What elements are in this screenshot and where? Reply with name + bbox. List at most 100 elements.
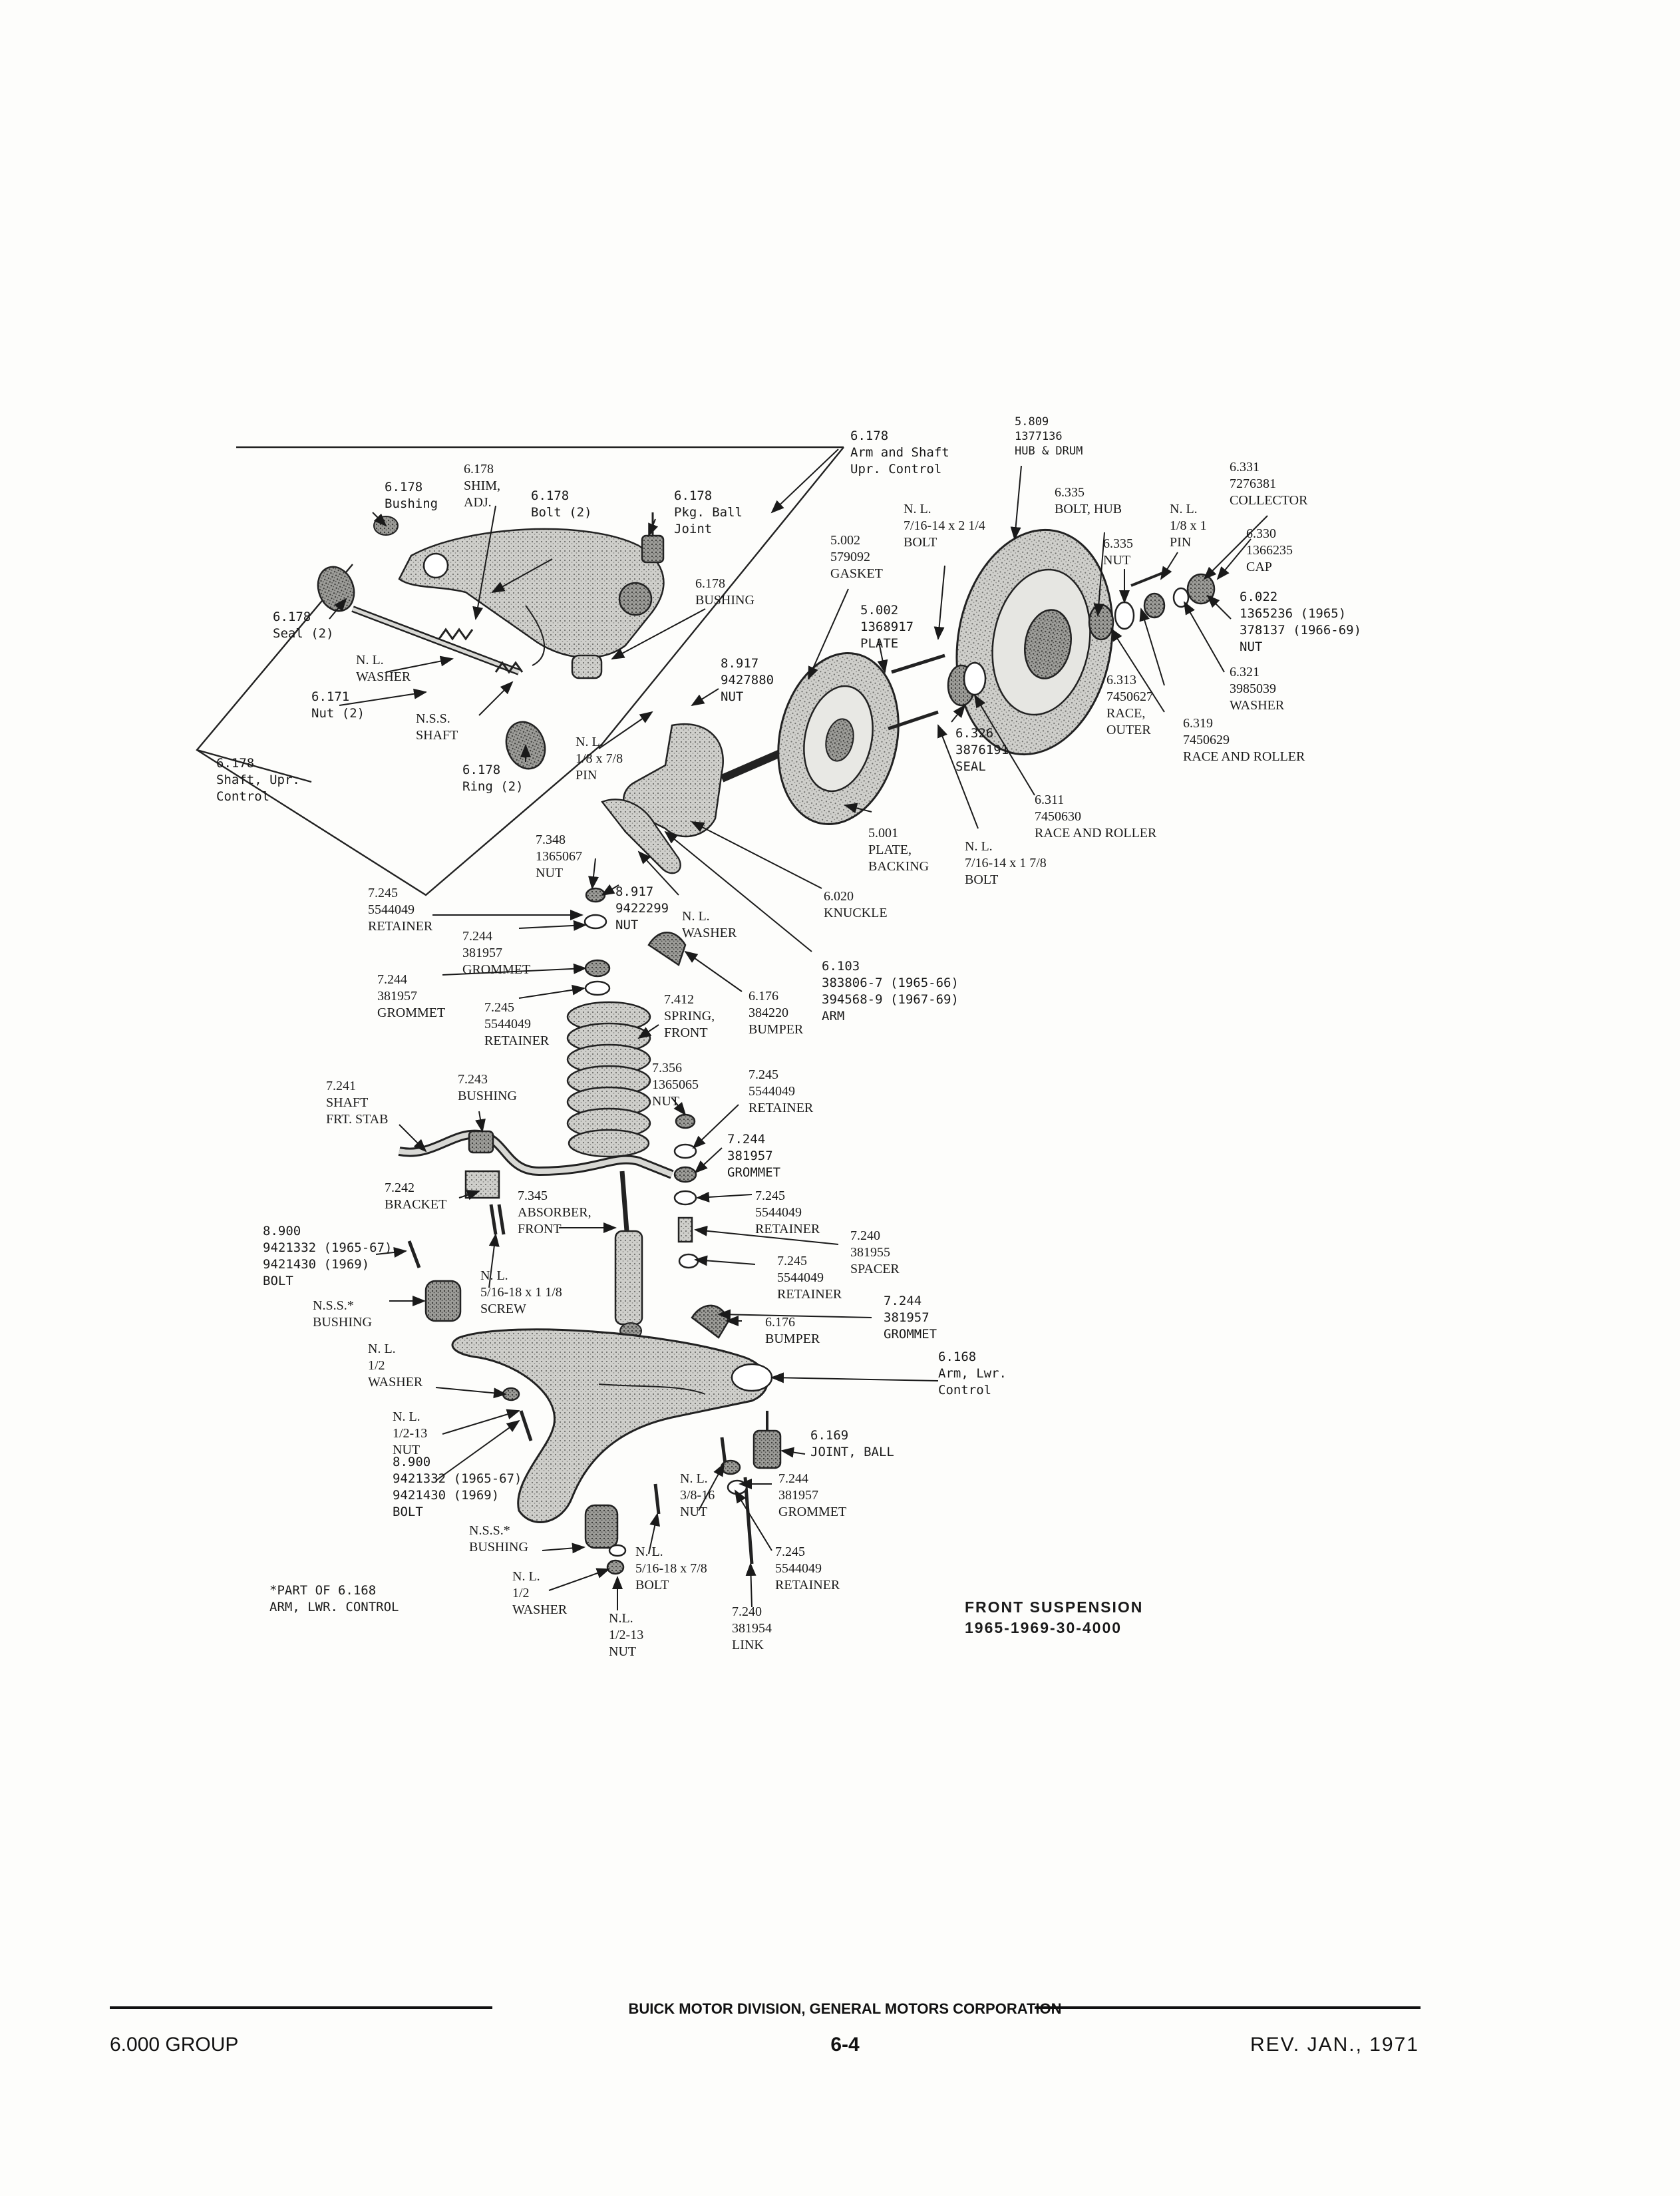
steering-knuckle (601, 723, 800, 874)
lower-link (519, 1410, 754, 1564)
backing-plate (777, 652, 900, 825)
lower-control-arm (451, 1328, 773, 1523)
leader-lines (329, 449, 1268, 1610)
footer-page-number: 6-4 (830, 2034, 860, 2056)
upper-control-arm (398, 528, 665, 666)
upper-arm-bracket (196, 446, 844, 896)
footer-group: 6.000 GROUP (110, 2034, 239, 2056)
callout-shaft-nss: N.S.S.SHAFT (416, 711, 458, 743)
callout-bushing-nss-upper: N.S.S.*BUSHING (313, 1298, 372, 1330)
callout-washer-nl-knuckle: N. L.WASHER (682, 909, 737, 940)
footer-rule-right (1035, 2006, 1421, 2009)
callout-bushing-nss-lower: N.S.S.*BUSHING (469, 1523, 528, 1555)
spring-top-grommets (584, 887, 611, 996)
hub-bearings (947, 571, 1216, 707)
stabilizer-shaft (398, 1129, 674, 1199)
backing-plate-bolts (888, 653, 945, 731)
footer-rule-left (110, 2006, 492, 2009)
upper-bumper (647, 932, 687, 966)
lower-bushing-upper (424, 1280, 462, 1322)
lower-ball-joint (753, 1411, 782, 1469)
stabilizer-bolts (407, 1204, 506, 1268)
lower-bushing-lower (584, 1504, 619, 1549)
link-stack (673, 1113, 699, 1269)
footer-division: BUICK MOTOR DIVISION, GENERAL MOTORS COR… (628, 2000, 1062, 2017)
footer-revision: REV. JAN., 1971 (1250, 2034, 1419, 2056)
callout-washer-nl-upper: N. L.WASHER (356, 653, 411, 684)
front-coil-spring (566, 1001, 651, 1158)
shock-absorber (614, 1171, 643, 1340)
hub-and-drum (955, 528, 1114, 756)
